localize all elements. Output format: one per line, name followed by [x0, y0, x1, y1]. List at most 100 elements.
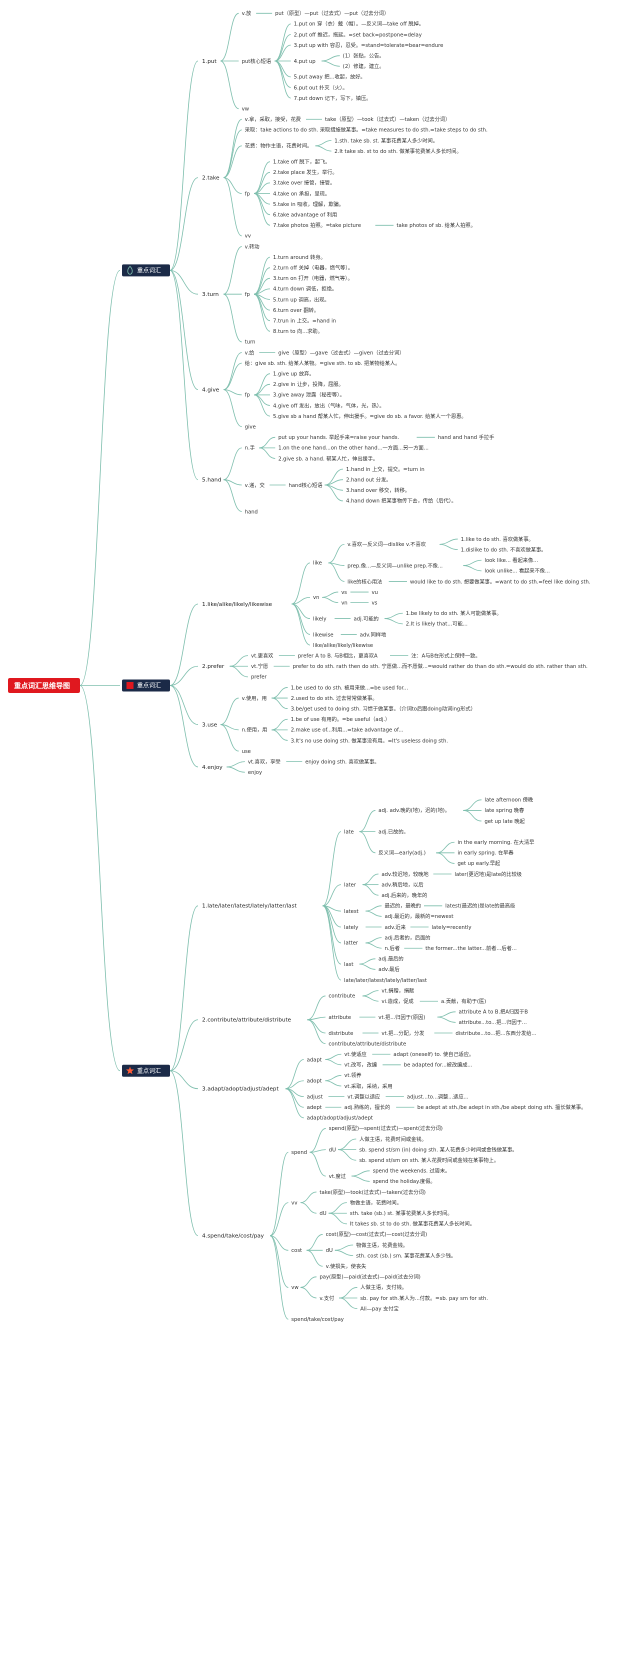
branch-node: 1.take off 脱下，起飞。 — [273, 158, 330, 166]
branch-node: late afternoon 傍晚 — [485, 796, 534, 804]
branch-node: contribute/attribute/distribute — [329, 1041, 407, 1047]
branch-node: 4.give off 发出，放出（气味，气体，光，热）。 — [273, 401, 385, 409]
branch-node: spend — [291, 1150, 307, 1156]
branch-node: 1.give up 放弃。 — [273, 370, 314, 378]
branch-node: 5.give sb a hand 帮某人忙，伸出援手。=give do sb. … — [273, 412, 467, 420]
branch-node: take(原型)—took(过去式)—taken(过去分词) — [320, 1188, 426, 1196]
branch-node: 2.It take sb. st to do sth. 做某事花费某人多长时间。 — [334, 147, 461, 155]
branch-node: spend/take/cost/pay — [291, 1317, 344, 1323]
branch-node: distribute...to...把...东西分发给... — [456, 1029, 537, 1037]
word-node: 3.turn — [202, 292, 219, 298]
branch-node: fp — [245, 191, 251, 197]
branch-node: prefer — [251, 675, 268, 681]
branch-node: later(更迟地)是late的比较级 — [455, 870, 522, 878]
mindmap-nodes: put（原型）—put（过去式）—put（过去分词）v.放1.put on 穿（… — [8, 9, 591, 1323]
branch-node: vt.使适应 — [344, 1050, 366, 1058]
branch-node: vt.采取，采纳，采用 — [344, 1082, 392, 1090]
branch-node: lately — [344, 925, 358, 931]
branch-node: cost — [291, 1248, 302, 1254]
branch-node: 8.turn to 向...求助。 — [273, 327, 323, 335]
word-node: 4.give — [202, 387, 220, 393]
branch-node: enjoy doing sth. 喜欢做某事。 — [305, 757, 379, 765]
branch-node: look unlike... 看起来不像... — [485, 567, 551, 575]
branch-node: vv — [291, 1200, 297, 1206]
branch-node: take（原型）—took（过去式）—taken（过去分词） — [325, 115, 450, 123]
flame-icon — [127, 265, 133, 275]
branch-node: adv.稍后地，以后 — [382, 880, 424, 888]
branch-node: sb. spend st/sm (in) doing sth. 某人花费多少时间… — [359, 1145, 517, 1153]
branch-node: likewise — [313, 632, 333, 638]
word-node: 2.take — [202, 175, 220, 181]
word-node: 1.late/later/latest/lately/latter/last — [202, 904, 298, 910]
branch-node: 2.make use of...利用...=take advantage of.… — [291, 726, 404, 734]
branch-node: 6.turn over 翻转。 — [273, 306, 319, 314]
branch-node: It takes sb. st to do sth. 做某事花费某人多长时间。 — [350, 1220, 475, 1228]
branch-node: take photos of sb. 给某人拍照。 — [397, 221, 476, 229]
branch-node: fp — [245, 393, 251, 399]
branch-node: attribute — [329, 1015, 352, 1021]
branch-node: late — [344, 829, 354, 835]
branch-node: 花费：物作主语，花费时间。 — [245, 142, 312, 150]
branch-node: 2.turn off 关掉（电器，燃气等）。 — [273, 264, 353, 272]
branch-node: 1.be likely to do sth. 某人可能做某事。 — [406, 609, 502, 617]
branch-node: hand and hand 手拉手 — [438, 433, 494, 441]
branch-node: v.支付 — [320, 1294, 335, 1302]
branch-node: late spring 晚春 — [485, 806, 525, 814]
branch-node: v.给 — [245, 348, 255, 356]
branch-node: 4.put up — [294, 59, 317, 65]
branch-node: adapt — [307, 1057, 322, 1063]
branch-node: adjust — [307, 1094, 323, 1100]
branch-node: latter — [344, 941, 359, 947]
branch-node: cost(原型)—cost(过去式)—cost(过去分词) — [326, 1230, 428, 1238]
branch-node: hand — [245, 509, 258, 515]
branch-node: a.贡献，有助于(医) — [441, 997, 486, 1005]
branch-node: spend(原型)—spent(过去式)—spent(过去分词) — [329, 1124, 443, 1132]
group-tag — [122, 679, 170, 692]
branch-node: later — [344, 882, 357, 888]
branch-node: vu — [372, 590, 378, 596]
word-node: 2.prefer — [202, 664, 225, 670]
branch-node: spend the weekends. 过周末。 — [373, 1167, 451, 1175]
branch-node: turn — [245, 340, 256, 346]
branch-node: sb. pay for sth.某人为...付款。=sb. pay sm for… — [360, 1294, 488, 1302]
branch-node: 3.give away 泄露（秘密等）。 — [273, 391, 345, 399]
branch-node: 1.dislike to do sth. 不喜欢做某事。 — [461, 545, 547, 553]
branch-node: enjoy — [248, 770, 262, 776]
branch-node: vw — [291, 1285, 299, 1291]
branch-node: dU — [329, 1147, 336, 1153]
branch-node: n.手 — [245, 444, 255, 452]
branch-node: 5.turn up 调高，出现。 — [273, 295, 330, 303]
branch-node: prep.像...—反义词—unlike prep.不像... — [347, 561, 443, 569]
branch-node: vt.更喜欢 — [251, 651, 274, 659]
branch-node: adopt — [307, 1079, 322, 1085]
branch-node: put核心短语 — [242, 57, 271, 65]
branch-node: v.转动 — [245, 242, 260, 250]
branch-node: vv — [245, 234, 251, 240]
branch-node: adj.后来的，晚年的 — [382, 891, 428, 899]
word-node: 3.adapt/adopt/adjust/adept — [202, 1086, 279, 1092]
branch-node: attribute A to B.把A归因于B — [459, 1008, 529, 1016]
branch-node: prefer to do sth. rath then do sth. 宁愿做.… — [293, 662, 588, 670]
branch-node: 6.put out 扑灭（火）。 — [294, 83, 348, 91]
word-node: 4.enjoy — [202, 765, 223, 771]
branch-node: sth. take (sb.) st. 某事花费某人多长时间。 — [350, 1209, 453, 1217]
branch-node: sb. spend st/sm on sth. 某人花费时间或金钱在某事物上。 — [359, 1156, 499, 1164]
branch-node: 3.be/get used to doing sth. 习惯于做某事。（介词to… — [291, 704, 476, 712]
branch-node: give（原型）—gave（过去式）—given（过去分词） — [278, 348, 404, 356]
branch-node: 6.take advantage of 利用 — [273, 211, 337, 219]
word-node: 3.use — [202, 722, 218, 728]
branch-node: adv.最后 — [378, 965, 399, 973]
word-node: 1.put — [202, 59, 217, 65]
branch-node: 1.be used to do sth. 被用来做...=be used for… — [291, 683, 409, 691]
branch-node: 4.take on 承担，呈现。 — [273, 189, 330, 197]
branch-node: 2.give in 让步，投降，屈服。 — [273, 380, 344, 388]
branch-node: be adapted for...被改编成... — [404, 1061, 473, 1069]
branch-node: 1.be of use 有用的。=be useful（adj.） — [291, 715, 390, 723]
branch-node: put up your hands. 举起手来=raise your hands… — [278, 433, 399, 441]
branch-node: 1.like to do sth. 喜欢做某事。 — [461, 535, 534, 543]
flag-icon — [126, 681, 134, 689]
branch-node: vt.捐赠，捐献 — [382, 986, 415, 994]
branch-node: 4.turn down 调低，拒绝。 — [273, 285, 337, 293]
branch-node: vt.喜欢，享受 — [248, 757, 281, 765]
